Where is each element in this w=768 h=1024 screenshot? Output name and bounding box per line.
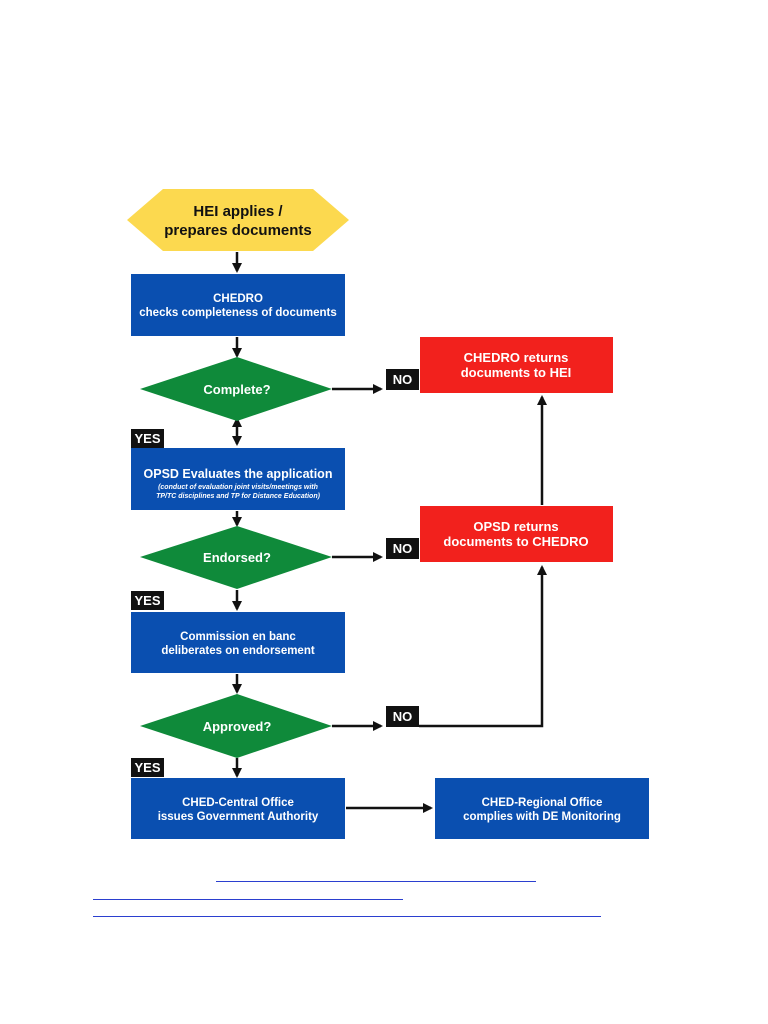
regional-office-box [435, 778, 649, 839]
regional-office-line2: complies with DE Monitoring [463, 811, 621, 823]
opsd-evaluates-note2: TP/TC disciplines and TP for Distance Ed… [156, 493, 321, 500]
decision-complete-diamond [140, 357, 332, 421]
opsd-returns-line2: documents to CHEDRO [443, 534, 588, 549]
no-tag-complete-bg [386, 369, 419, 390]
start-hexagon [127, 189, 349, 251]
commission-line2: deliberates on endorsement [161, 645, 315, 657]
decision-endorsed-label: Endorsed? [203, 550, 271, 565]
yes-tag-endorsed-label: YES [134, 593, 160, 608]
central-office-line2: issues Government Authority [158, 811, 319, 823]
opsd-evaluates-box [131, 448, 345, 510]
regional-office-node: CHED-Regional Office complies with DE Mo… [435, 778, 649, 839]
commission-node: Commission en banc deliberates on endors… [131, 612, 345, 673]
yes-tag-complete: YES [131, 429, 164, 448]
link-underline-2[interactable] [93, 899, 403, 900]
chedro-check-box [131, 274, 345, 336]
connectors [232, 252, 547, 813]
start-line1: HEI applies / [193, 203, 283, 220]
central-office-box [131, 778, 345, 839]
decision-complete: Complete? [140, 357, 332, 421]
decision-endorsed-diamond [140, 526, 332, 589]
chedro-check-line1: CHEDRO [213, 293, 263, 305]
no-tag-endorsed-label: NO [393, 541, 413, 556]
yes-tag-approved: YES [131, 758, 164, 777]
arrow-approved-no-to-opsd-returns [419, 565, 547, 728]
start-node: HEI applies / prepares documents [127, 189, 349, 251]
decision-complete-label: Complete? [203, 382, 270, 397]
decision-approved: Approved? [140, 694, 332, 758]
chedro-check-line2: checks completeness of documents [139, 307, 336, 319]
no-tag-complete: NO [386, 369, 419, 390]
opsd-evaluates-note1: (conduct of evaluation joint visits/meet… [158, 484, 318, 491]
no-tag-approved-label: NO [393, 709, 413, 724]
opsd-evaluates-node: OPSD Evaluates the application (conduct … [131, 448, 345, 510]
decision-approved-diamond [140, 694, 332, 758]
no-tag-approved: NO [386, 706, 419, 727]
yes-tag-approved-label: YES [134, 760, 160, 775]
chedro-check-node: CHEDRO checks completeness of documents [131, 274, 345, 336]
chedro-returns-line2: documents to HEI [461, 365, 572, 380]
link-underline-3[interactable] [93, 916, 601, 917]
no-tag-endorsed-bg [386, 538, 419, 559]
no-tag-complete-label: NO [393, 372, 413, 387]
regional-office-line1: CHED-Regional Office [482, 797, 603, 809]
commission-line1: Commission en banc [180, 631, 296, 643]
commission-box [131, 612, 345, 673]
central-office-line1: CHED-Central Office [182, 797, 294, 809]
no-tag-endorsed: NO [386, 538, 419, 559]
decision-endorsed: Endorsed? [140, 526, 332, 589]
opsd-evaluates-title: OPSD Evaluates the application [144, 467, 333, 481]
link-underline-1[interactable] [216, 881, 536, 882]
yes-tag-endorsed-bg [131, 591, 164, 610]
chedro-returns-line1: CHEDRO returns [464, 350, 569, 365]
central-office-node: CHED-Central Office issues Government Au… [131, 778, 345, 839]
opsd-returns-node: OPSD returns documents to CHEDRO [420, 506, 613, 562]
yes-tag-approved-bg [131, 758, 164, 777]
opsd-returns-box [420, 506, 613, 562]
yes-tag-complete-bg [131, 429, 164, 448]
decision-approved-label: Approved? [203, 719, 272, 734]
yes-tag-endorsed: YES [131, 591, 164, 610]
chedro-returns-node: CHEDRO returns documents to HEI [420, 337, 613, 393]
no-tag-approved-bg [386, 706, 419, 727]
start-line2: prepares documents [164, 222, 312, 239]
opsd-returns-line1: OPSD returns [473, 519, 558, 534]
chedro-returns-box [420, 337, 613, 393]
yes-tag-complete-label: YES [134, 431, 160, 446]
